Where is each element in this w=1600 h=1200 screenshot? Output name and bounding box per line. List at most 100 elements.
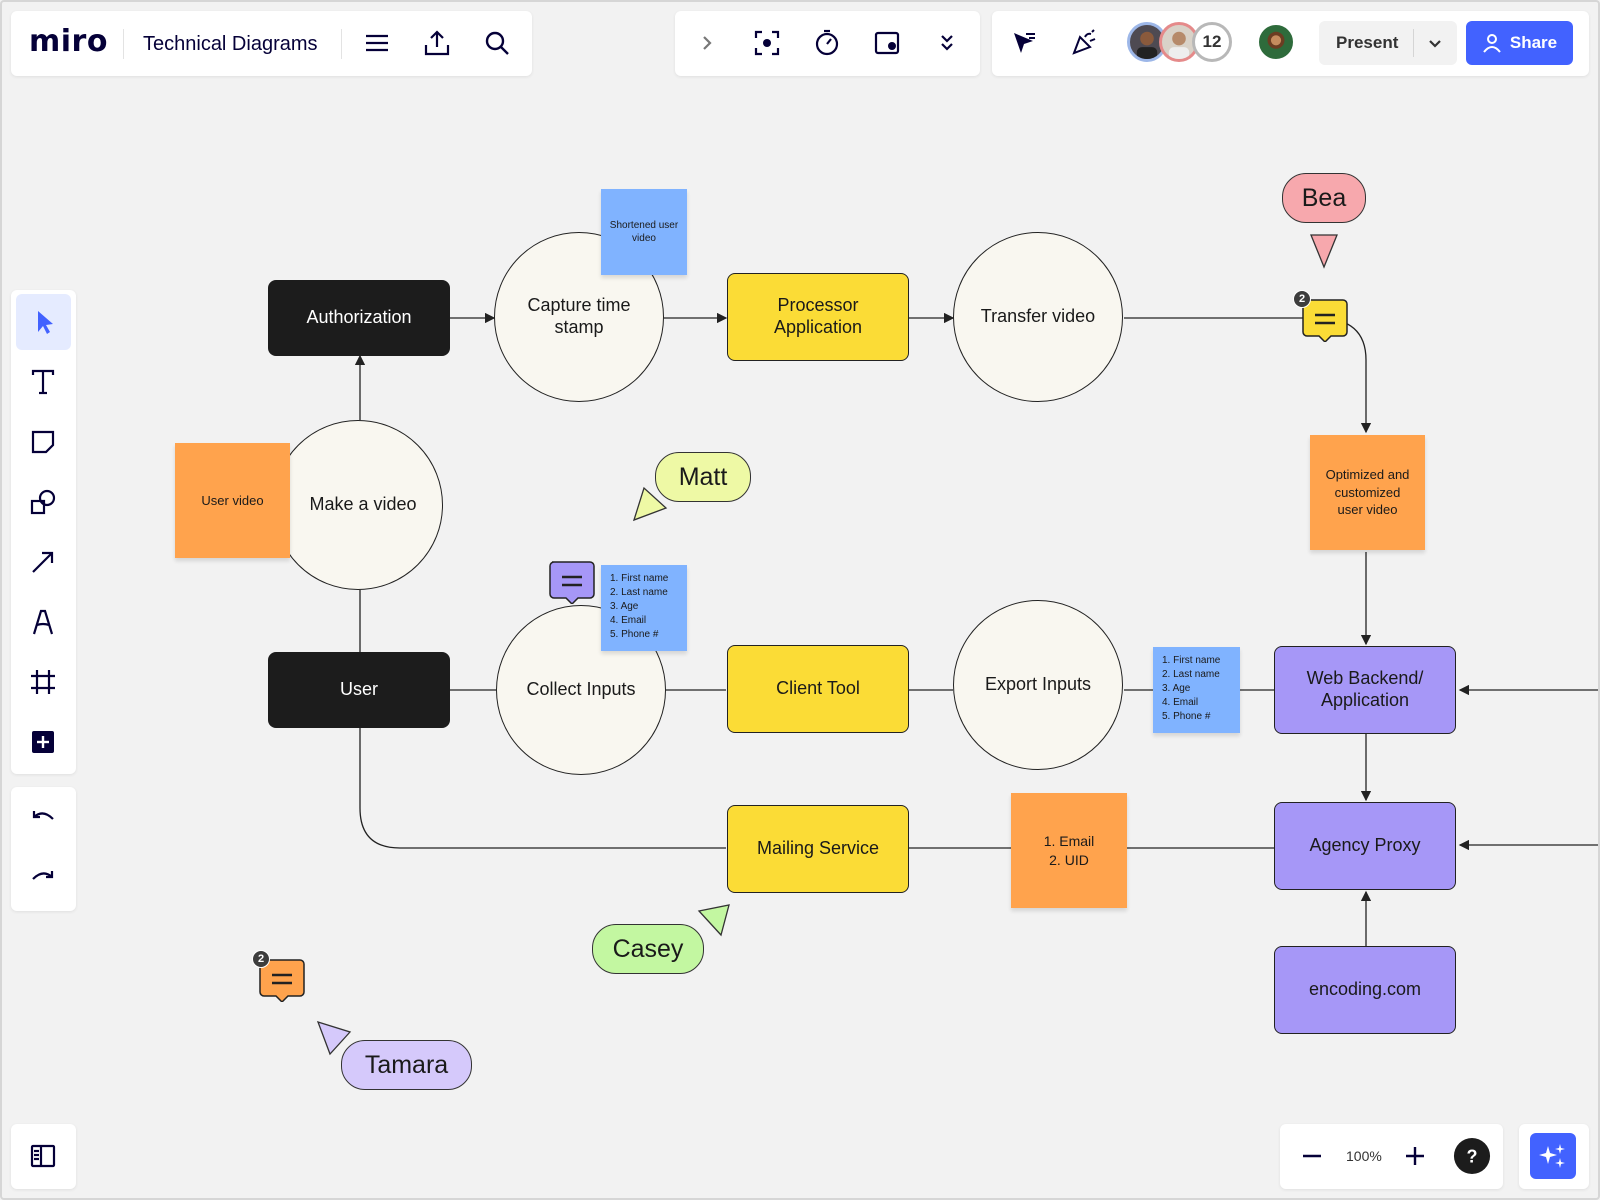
- shapes-tool[interactable]: [23, 482, 63, 522]
- comment-bea[interactable]: 2: [1293, 290, 1349, 347]
- divider: [341, 29, 342, 59]
- select-tool[interactable]: [16, 294, 71, 350]
- collaborator-count[interactable]: 12: [1192, 22, 1232, 62]
- focus-button[interactable]: [747, 23, 787, 63]
- upload-icon: [424, 30, 450, 56]
- search-icon: [485, 31, 509, 55]
- export-inputs-node[interactable]: Export Inputs: [953, 600, 1123, 770]
- avatar[interactable]: [1256, 22, 1296, 62]
- avatar-face: [1168, 31, 1190, 59]
- pen-icon: [32, 609, 54, 635]
- sticky-note-icon: [31, 430, 55, 454]
- make-a-video-node[interactable]: Make a video: [273, 420, 443, 590]
- chevron-down-icon[interactable]: [1425, 33, 1445, 53]
- plus-icon: [1406, 1147, 1424, 1165]
- cursor-label-tamara: Tamara: [341, 1040, 472, 1090]
- comment-tamara[interactable]: 2: [252, 950, 306, 1007]
- present-button[interactable]: Present: [1319, 21, 1457, 65]
- panel-toggle-icon: [30, 1144, 56, 1168]
- search-button[interactable]: [477, 23, 517, 63]
- menu-button[interactable]: [357, 23, 397, 63]
- transfer-video-node[interactable]: Transfer video: [953, 232, 1123, 402]
- frame-tool[interactable]: [23, 662, 63, 702]
- zoom-out-button[interactable]: [1292, 1136, 1332, 1176]
- share-button[interactable]: Share: [1466, 21, 1573, 65]
- redo-icon: [32, 871, 54, 880]
- help-button[interactable]: ?: [1452, 1136, 1492, 1176]
- avatar-face: [1136, 31, 1158, 59]
- zoom-in-button[interactable]: [1395, 1136, 1435, 1176]
- processor-application-node[interactable]: Processor Application: [727, 273, 909, 361]
- more-apps-button[interactable]: [23, 722, 63, 762]
- user-icon: [1483, 34, 1501, 53]
- line-arrow-icon: [32, 551, 54, 573]
- user-node[interactable]: User: [268, 652, 450, 728]
- miro-logo[interactable]: miro: [29, 24, 108, 59]
- sticky-optimized-video[interactable]: Optimized and customized user video: [1310, 435, 1425, 550]
- toggle-sidebar-button[interactable]: [23, 1136, 63, 1176]
- web-backend-node[interactable]: Web Backend/ Application: [1274, 646, 1456, 734]
- authorization-node[interactable]: Authorization: [268, 280, 450, 356]
- encoding-com-node[interactable]: encoding.com: [1274, 946, 1456, 1034]
- comment-collect-inputs[interactable]: [548, 560, 596, 609]
- comment-count-badge: 2: [252, 950, 270, 968]
- ai-sparkle-icon: [1539, 1144, 1565, 1168]
- timer-icon: [815, 29, 839, 56]
- comment-icon: [549, 561, 595, 606]
- export-button[interactable]: [417, 23, 457, 63]
- client-tool-node[interactable]: Client Tool: [727, 645, 909, 733]
- present-label: Present: [1336, 33, 1399, 52]
- collaboration-tools-panel: [675, 11, 980, 76]
- share-panel: 12 Present Share: [992, 11, 1589, 76]
- focus-icon: [754, 30, 780, 56]
- double-chevron-down-icon: [941, 35, 953, 51]
- sticky-shortened-user-video[interactable]: Shortened user video: [601, 189, 687, 275]
- video-frame-icon: [874, 31, 900, 55]
- video-chat-button[interactable]: [867, 23, 907, 63]
- cursor-arrow-bea: [1310, 234, 1338, 269]
- chevron-right-icon: [703, 36, 712, 50]
- undo-icon: [32, 811, 54, 820]
- board-header-panel: miro Technical Diagrams: [11, 11, 532, 76]
- timer-button[interactable]: [807, 23, 847, 63]
- mailing-service-node[interactable]: Mailing Service: [727, 805, 909, 893]
- more-tools-button[interactable]: [927, 23, 967, 63]
- redo-button[interactable]: [23, 859, 63, 899]
- ai-assist-button[interactable]: [1530, 1133, 1576, 1179]
- history-panel: [11, 787, 76, 911]
- frame-icon: [31, 670, 55, 694]
- minus-icon: [1303, 1154, 1321, 1158]
- agency-proxy-node[interactable]: Agency Proxy: [1274, 802, 1456, 890]
- undo-button[interactable]: [23, 799, 63, 839]
- text-tool-icon: [31, 369, 55, 395]
- cursor-filter-button[interactable]: [1004, 23, 1044, 63]
- line-tool[interactable]: [23, 542, 63, 582]
- comment-count-badge: 2: [1293, 290, 1311, 308]
- cursor-arrow-casey: [697, 904, 730, 937]
- share-label: Share: [1509, 33, 1558, 52]
- sticky-export-list[interactable]: 1. First name 2. Last name 3. Age 4. Ema…: [1153, 647, 1240, 733]
- cursor-label-bea: Bea: [1282, 173, 1366, 223]
- text-tool[interactable]: [23, 362, 63, 402]
- cursor-label-matt: Matt: [655, 452, 751, 502]
- board-title[interactable]: Technical Diagrams: [143, 33, 318, 55]
- zoom-level[interactable]: 100%: [1346, 1148, 1382, 1164]
- sticky-inputs-list[interactable]: 1. First name 2. Last name 3. Age 4. Ema…: [601, 565, 687, 651]
- celebrate-icon: [1072, 29, 1096, 55]
- reactions-button[interactable]: [1064, 23, 1104, 63]
- capture-time-stamp-node[interactable]: Capture time stamp: [494, 232, 664, 402]
- tools-panel: [11, 290, 76, 774]
- shapes-icon: [30, 489, 56, 515]
- expand-tools-button[interactable]: [687, 23, 727, 63]
- sticky-note-tool[interactable]: [23, 422, 63, 462]
- divider: [123, 29, 124, 59]
- sticky-email-uid[interactable]: 1. Email 2. UID: [1011, 793, 1127, 908]
- add-icon: [32, 731, 54, 753]
- pen-tool[interactable]: [23, 602, 63, 642]
- cursor-arrow-matt: [632, 486, 668, 522]
- sticky-user-video[interactable]: User video: [175, 443, 290, 558]
- select-arrow-icon: [37, 311, 53, 334]
- menu-icon: [366, 34, 388, 52]
- cursor-filter-icon: [1014, 33, 1035, 53]
